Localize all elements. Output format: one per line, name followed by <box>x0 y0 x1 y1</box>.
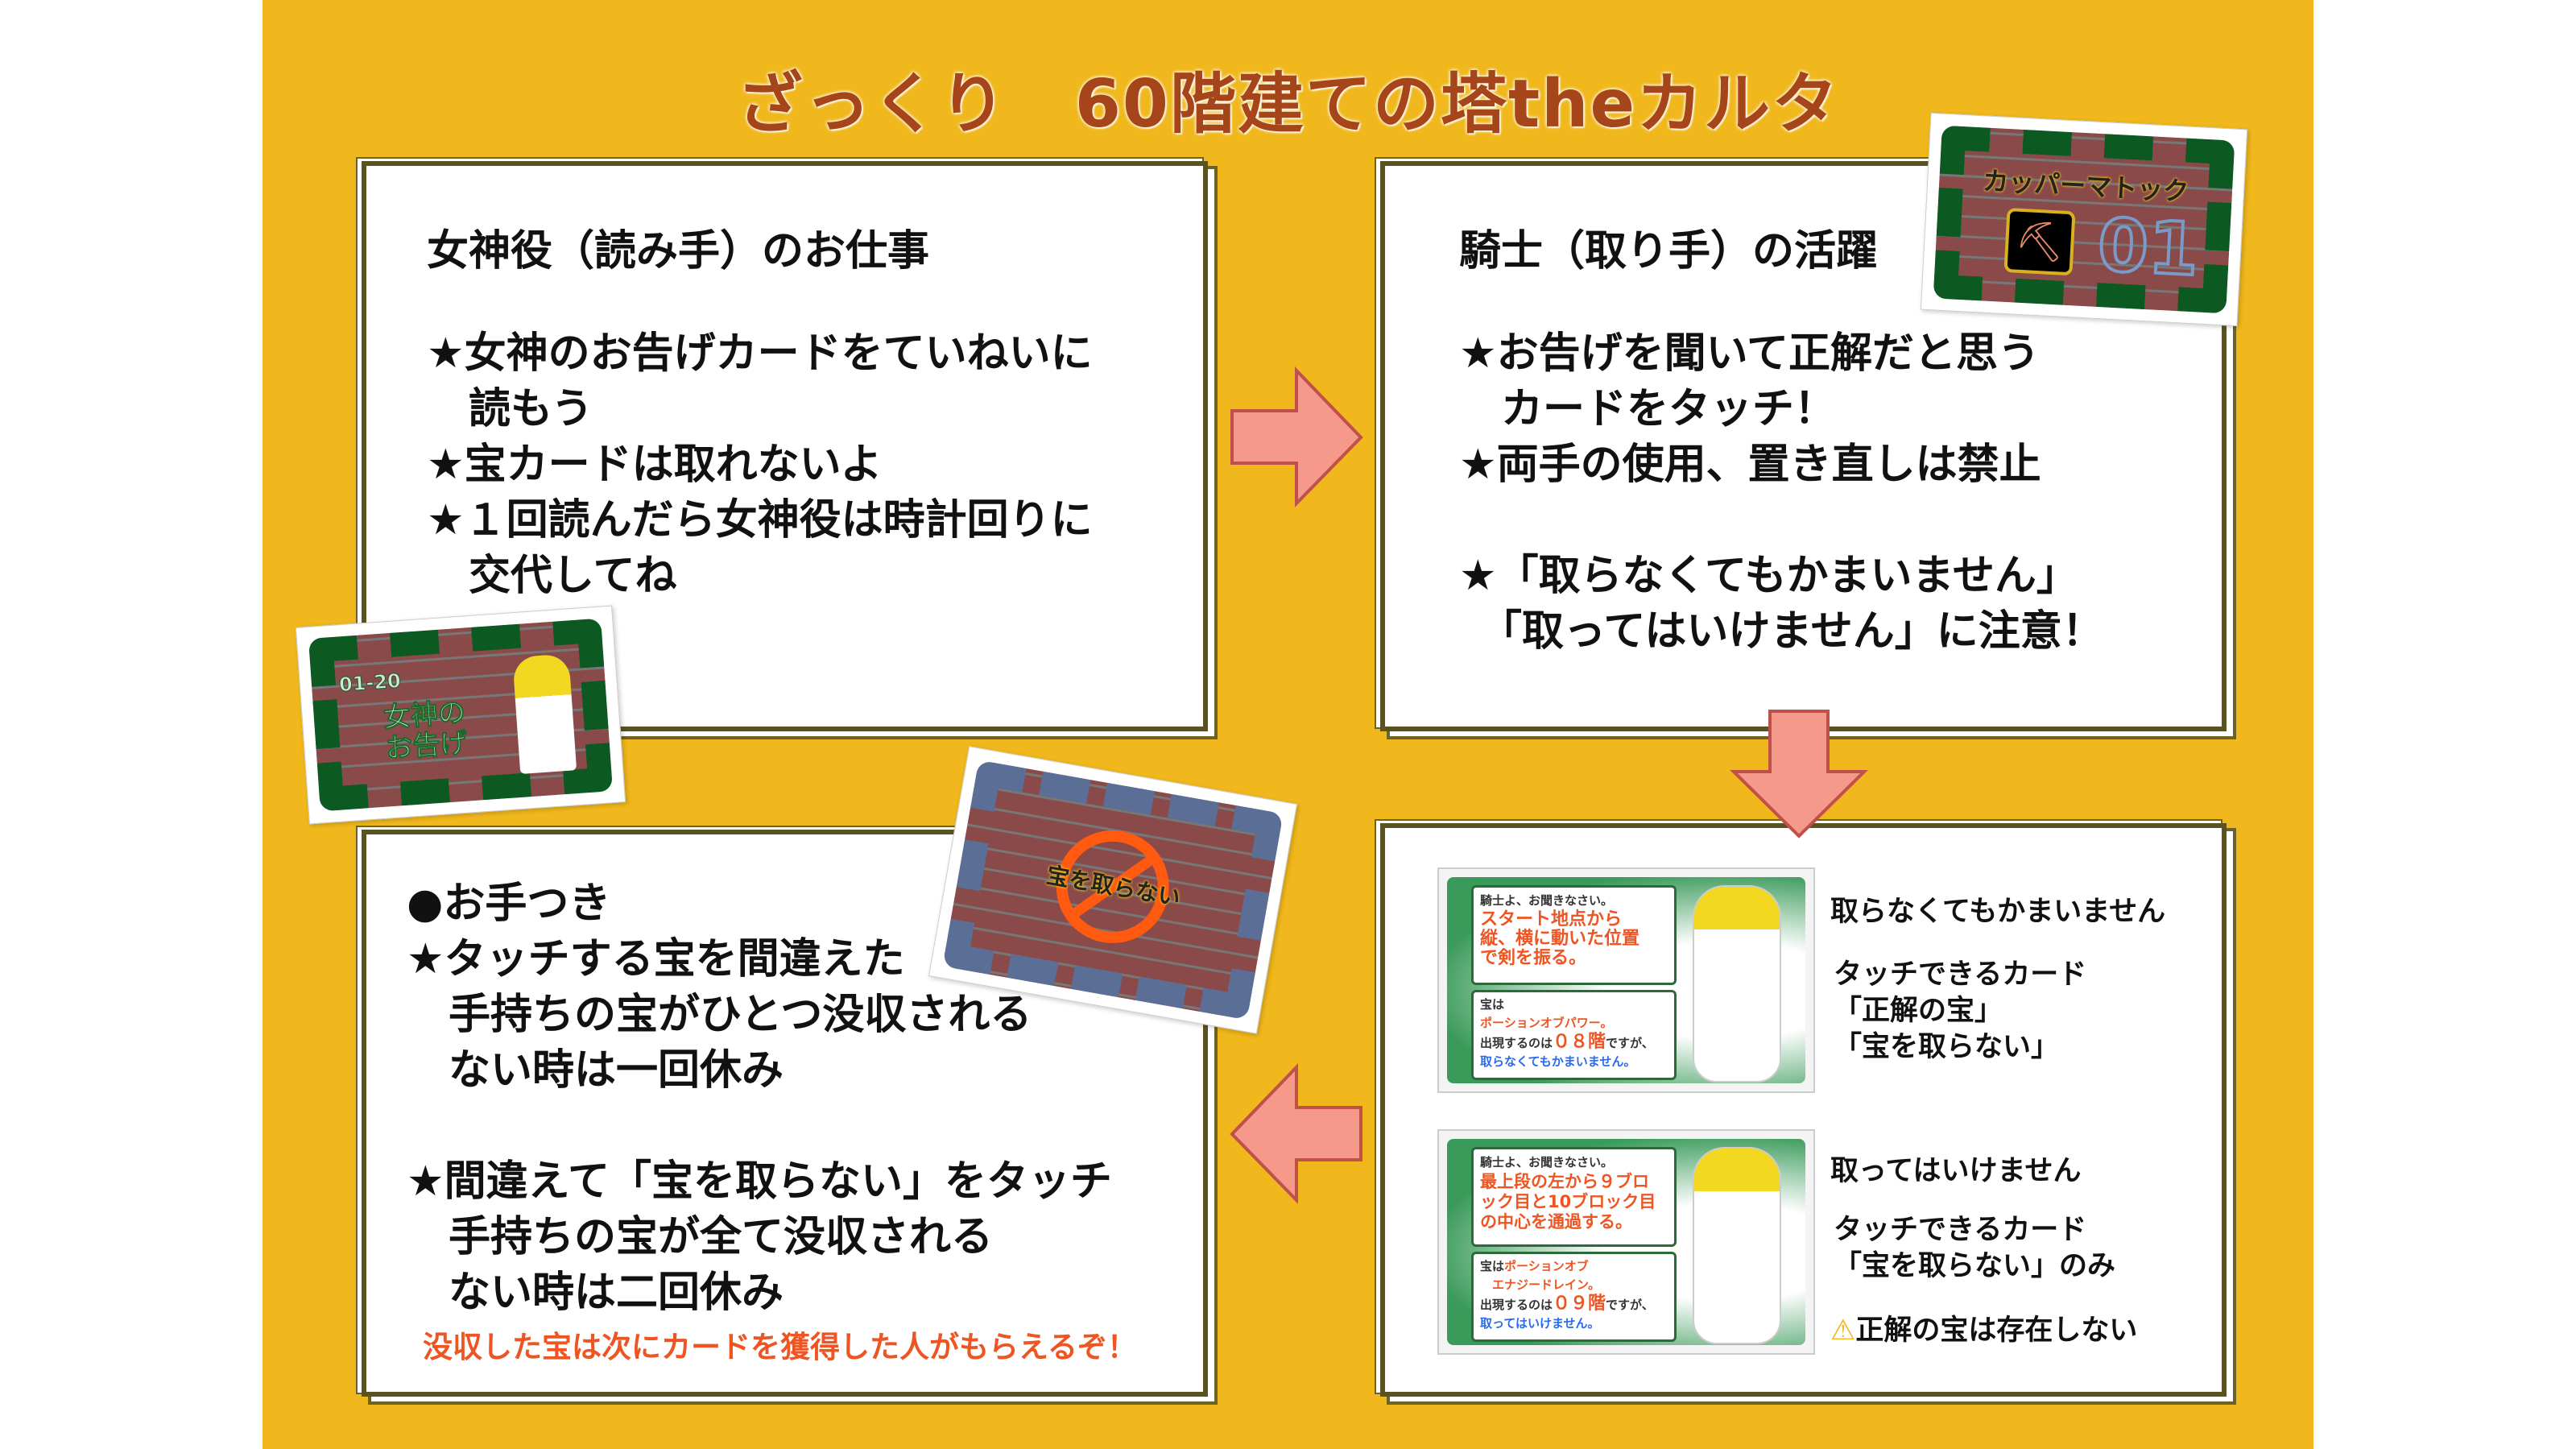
arrow-right-icon <box>1230 366 1363 507</box>
taker-heading: 騎士（取り手）の活躍 <box>1459 227 1879 275</box>
example-2-clue-bubble: 騎士よ、お聞きなさい。 最上段の左から９ブロ ック目と10ブロック目 の中心を通… <box>1471 1147 1677 1247</box>
example-1-clue-bubble: 騎士よ、お聞きなさい。 スタート地点から 縦、横に動いた位置 で剣を振る。 <box>1471 885 1677 985</box>
example-1-rule: 取らなくてもかまいません。 <box>1480 1054 1636 1069</box>
goddess-figure <box>512 653 577 774</box>
page-title: ざっくり 60階建ての塔theカルタ <box>736 66 1840 143</box>
treasure-card: カッパーマトック ⛏ 01 <box>1920 112 2248 327</box>
arrow-down-icon <box>1730 710 1868 838</box>
example-2-warning: ⚠正解の宝は存在しない <box>1830 1313 2137 1349</box>
example-2-floor-suffix: ですが、 <box>1606 1298 1654 1312</box>
example-1-floor-prefix: 出現するのは <box>1480 1036 1553 1050</box>
warning-icon: ⚠ <box>1830 1314 1856 1347</box>
example-1-touchable: 「正解の宝」 「宝を取らない」 <box>1834 995 2060 1063</box>
example-1-clue: スタート地点から 縦、横に動いた位置 で剣を振る。 <box>1480 909 1640 968</box>
arrow-left-icon <box>1230 1063 1362 1204</box>
example-1-treasure-prefix: 宝は <box>1480 997 1505 1012</box>
example-2-rule: 取ってはいけません。 <box>1480 1316 1600 1331</box>
example-2-treasure-prefix: 宝は <box>1480 1259 1505 1273</box>
goddess-card-name: 女神の お告げ <box>382 696 469 765</box>
example-card-1: 騎士よ、お聞きなさい。 スタート地点から 縦、横に動いた位置 で剣を振る。 宝は… <box>1437 867 1815 1093</box>
example-2-heading: 取ってはいけません <box>1830 1155 2082 1187</box>
example-2-floor-prefix: 出現するのは <box>1480 1298 1553 1312</box>
reader-body: ★女神のお告げカードをていねいに 読もう ★宝カードは取れないよ ★１回読んだら… <box>427 329 1093 600</box>
example-2-greeting: 騎士よ、お聞きなさい。 <box>1480 1155 1614 1170</box>
example-2-treasure: ポーションオブ エナジードレイン。 <box>1492 1259 1601 1292</box>
example-1-heading: 取らなくてもかまいません <box>1830 896 2166 928</box>
example-2-clue: 最上段の左から９ブロ ック目と10ブロック目 の中心を通過する。 <box>1480 1172 1656 1232</box>
pickaxe-icon: ⛏ <box>2003 207 2076 276</box>
penalty-note: 没収した宝は次にカードを獲得した人がもらえるぞ！ <box>423 1330 1137 1364</box>
example-1-treasure-bubble: 宝は ポーションオブパワー。 出現するのは０８階ですが、 取らなくてもかまいませ… <box>1471 990 1677 1080</box>
reader-heading: 女神役（読み手）のお仕事 <box>427 227 930 275</box>
goddess-figure <box>1693 885 1781 1083</box>
example-2-touchable: 「宝を取らない」のみ <box>1834 1250 2116 1282</box>
goddess-card-number: 01-20 <box>338 669 403 697</box>
example-card-2: 騎士よ、お聞きなさい。 最上段の左から９ブロ ック目と10ブロック目 の中心を通… <box>1437 1129 1815 1355</box>
example-1-floor-suffix: ですが、 <box>1606 1036 1654 1050</box>
example-2-floor: ０９階 <box>1553 1294 1606 1314</box>
example-2-treasure-bubble: 宝はポーションオブ エナジードレイン。 出現するのは０９階ですが、 取ってはいけ… <box>1471 1252 1677 1342</box>
penalty-body: ●お手つき ★タッチする宝を間違えた 手持ちの宝がひとつ没収される ない時は一回… <box>407 880 1113 1317</box>
example-1-greeting: 騎士よ、お聞きなさい。 <box>1480 893 1614 908</box>
example-1-floor: ０８階 <box>1553 1032 1606 1052</box>
example-1-touchable-label: タッチできるカード <box>1834 958 2087 991</box>
goddess-figure <box>1693 1147 1781 1344</box>
treasure-card-number: 01 <box>2094 201 2203 294</box>
taker-body: ★お告げを聞いて正解だと思う カードをタッチ！ ★両手の使用、置き直しは禁止 ★… <box>1459 329 2104 656</box>
example-2-warning-text: 正解の宝は存在しない <box>1855 1314 2138 1347</box>
goddess-card: 01-20 女神の お告げ <box>295 605 626 825</box>
example-1-treasure: ポーションオブパワー。 <box>1480 1016 1613 1030</box>
example-2-touchable-label: タッチできるカード <box>1834 1214 2087 1246</box>
